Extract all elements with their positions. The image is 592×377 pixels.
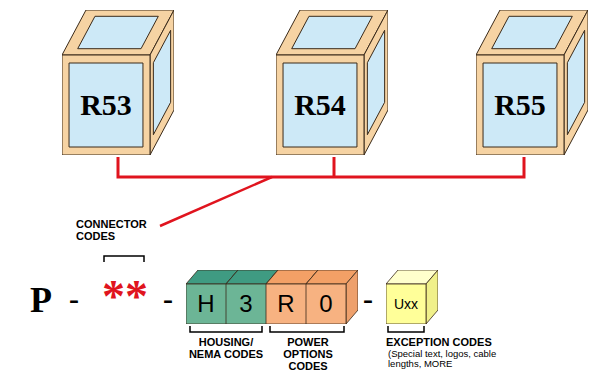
cube-side xyxy=(346,270,358,324)
cube-top-panel xyxy=(78,16,159,48)
cube-front xyxy=(266,284,306,324)
bracket-line xyxy=(333,157,336,177)
cube-top-panel xyxy=(292,16,373,48)
bracket-line xyxy=(118,157,524,177)
cube-front xyxy=(62,55,150,155)
cube-code: R55 xyxy=(476,55,564,155)
cube-code: R53 xyxy=(62,55,150,155)
connector-bracket xyxy=(118,157,524,226)
cube-side xyxy=(564,10,588,155)
separator: - xyxy=(356,284,380,314)
leader-line xyxy=(160,177,272,226)
part-prefix: P xyxy=(24,282,58,318)
bracket xyxy=(388,326,424,332)
cube-front xyxy=(386,284,426,324)
group-label: POWER OPTIONS CODES xyxy=(266,336,350,372)
cube-front-panel xyxy=(483,63,557,147)
cube-outline xyxy=(476,10,588,155)
code-cube: Uxx xyxy=(386,270,438,324)
bracket xyxy=(190,326,262,332)
cube-front xyxy=(186,284,226,324)
cube-front xyxy=(306,284,346,324)
group-label: HOUSING/ NEMA CODES xyxy=(182,336,270,360)
cube-side xyxy=(426,270,438,324)
cube-front-panel xyxy=(69,63,143,147)
bracket xyxy=(104,256,144,262)
cube-side-panel xyxy=(567,30,584,134)
cube-front xyxy=(276,55,364,155)
connector-cube: R55 xyxy=(476,10,588,155)
group-label: EXCEPTION CODES xyxy=(386,336,586,348)
cube-front xyxy=(226,284,266,324)
cube-front xyxy=(476,55,564,155)
cube-side-panel xyxy=(153,30,170,134)
cube-code: R54 xyxy=(276,55,364,155)
group-brackets xyxy=(104,256,424,332)
bracket xyxy=(270,326,344,332)
cube-code: H xyxy=(186,284,226,324)
cube-code: R xyxy=(266,284,306,324)
connector-cube: R53 xyxy=(62,10,174,155)
separator: - xyxy=(156,284,180,314)
callout-label: CONNECTOR CODES xyxy=(76,218,162,242)
cube-top-panel xyxy=(492,16,573,48)
code-cube: 0 xyxy=(306,270,358,324)
cube-outline xyxy=(276,10,388,155)
cube-outline xyxy=(62,10,174,155)
cube-side xyxy=(364,10,388,155)
cube-front-panel xyxy=(283,63,357,147)
connector-cube: R54 xyxy=(276,10,388,155)
note-text: (Special text, logos, cable lengths, MOR… xyxy=(388,349,518,370)
cube-code: 0 xyxy=(306,284,346,324)
cube-side xyxy=(150,10,174,155)
cube-side-panel xyxy=(367,30,384,134)
placeholder-code: ** xyxy=(96,274,154,320)
separator: - xyxy=(62,284,86,314)
cube-code: Uxx xyxy=(386,284,426,324)
cube-code: 3 xyxy=(226,284,266,324)
